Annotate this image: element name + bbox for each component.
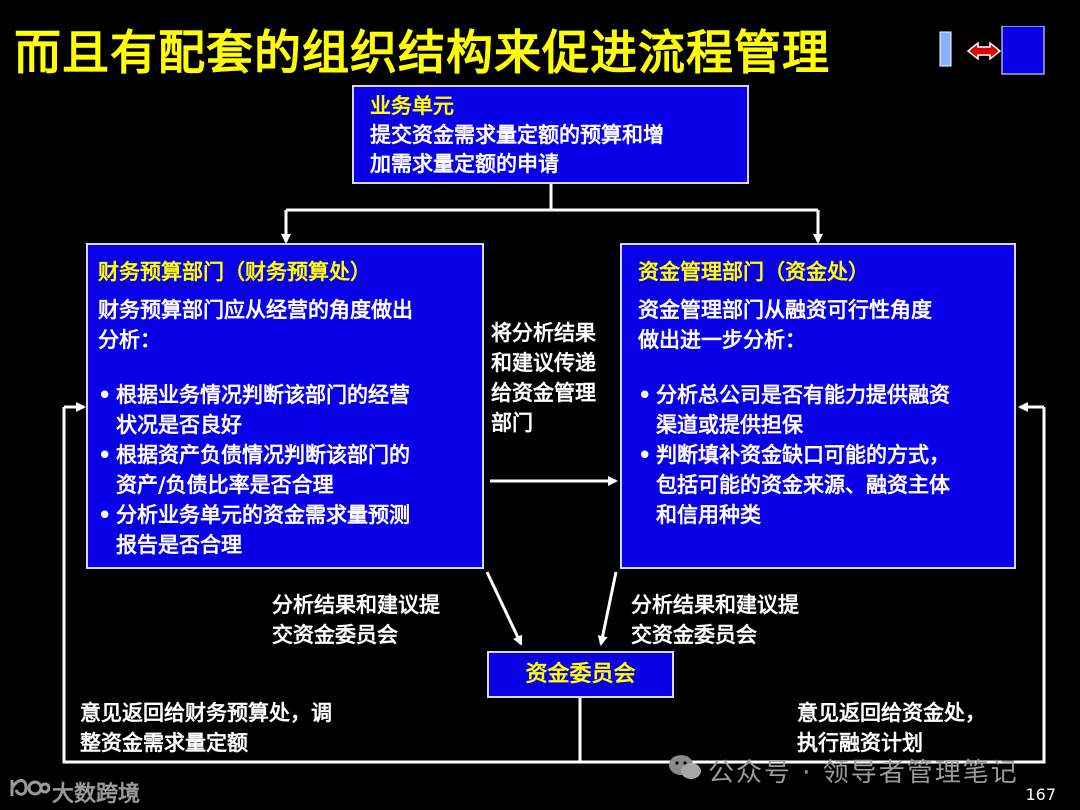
treasury-dept-intro: 资金管理部门从融资可行性角度	[638, 298, 932, 322]
blue-square-icon[interactable]	[1001, 26, 1045, 75]
business-unit-line: 加需求量定额的申请	[370, 152, 559, 176]
finance-bullet-line: 分析业务单元的资金需求量预测	[116, 503, 410, 527]
nav-controls[interactable]	[936, 26, 1048, 76]
nav-bar-icon[interactable]	[939, 31, 952, 67]
finance-bullet-line: 根据资产负债情况判断该部门的	[116, 443, 410, 467]
finance-bullet-line: 状况是否良好	[116, 413, 242, 437]
feedback-note-line: 执行融资计划	[797, 731, 923, 755]
treasury-bullet-line: 判断填补资金缺口可能的方式，	[656, 443, 950, 467]
submit-note-right: 分析结果和建议提 交资金委员会	[631, 590, 799, 650]
transfer-note-line: 给资金管理	[491, 381, 596, 405]
submit-note-line: 分析结果和建议提	[272, 593, 440, 617]
feedback-note-line: 整资金需求量定额	[80, 731, 248, 755]
page-number: 167	[1025, 785, 1056, 804]
arrow-finance-to-committee	[485, 571, 523, 646]
treasury-bullet: 分析总公司是否有能力提供融资 渠道或提供担保	[638, 380, 1006, 440]
treasury-dept-box: 资金管理部门（资金处） 资金管理部门从融资可行性角度 做出进一步分析： 分析总公…	[620, 243, 1016, 569]
submit-note-line: 分析结果和建议提	[631, 593, 799, 617]
finance-bullet: 根据资产负债情况判断该部门的 资产/负债比率是否合理	[98, 440, 474, 500]
arrow-treasury-to-committee	[597, 571, 618, 646]
feedback-note-left: 意见返回给财务预算处，调 整资金需求量定额	[80, 698, 332, 758]
treasury-dept-intro: 做出进一步分析：	[638, 328, 806, 352]
feedback-loop-left	[62, 407, 582, 764]
finance-dept-box: 财务预算部门（财务预算处） 财务预算部门应从经营的角度做出 分析： 根据业务情况…	[86, 243, 484, 569]
submit-note-line: 交资金委员会	[631, 623, 757, 647]
committee-box: 资金委员会	[487, 651, 674, 698]
treasury-bullet: 判断填补资金缺口可能的方式， 包括可能的资金来源、融资主体 和信用种类	[638, 440, 1006, 530]
finance-bullet: 分析业务单元的资金需求量预测 报告是否合理	[98, 500, 474, 560]
treasury-bullet-line: 分析总公司是否有能力提供融资	[656, 383, 950, 407]
logo-icon	[10, 779, 50, 796]
feedback-note-line: 意见返回给资金处，	[797, 701, 986, 725]
finance-dept-intro: 财务预算部门应从经营的角度做出	[98, 298, 413, 322]
submit-note-line: 交资金委员会	[272, 623, 398, 647]
logo-text: 大数跨境	[52, 782, 141, 807]
finance-bullet-line: 资产/负债比率是否合理	[116, 473, 334, 497]
feedback-loop-right	[580, 407, 1046, 764]
finance-bullet: 根据业务情况判断该部门的经营 状况是否良好	[98, 380, 474, 440]
treasury-dept-header: 资金管理部门（资金处）	[638, 260, 869, 284]
transfer-note-line: 部门	[491, 411, 533, 435]
submit-note-left: 分析结果和建议提 交资金委员会	[272, 590, 440, 650]
finance-bullet-line: 根据业务情况判断该部门的经营	[116, 383, 410, 407]
wechat-icon	[669, 755, 701, 779]
double-arrow-icon[interactable]	[966, 41, 1002, 61]
business-unit-box: 业务单元 提交资金需求量定额的预算和增 加需求量定额的申请	[352, 85, 749, 184]
committee-label: 资金委员会	[525, 662, 636, 687]
finance-dept-intro: 分析：	[98, 328, 161, 352]
feedback-note-line: 意见返回给财务预算处，调	[80, 701, 332, 725]
transfer-note: 将分析结果 和建议传递 给资金管理 部门	[491, 318, 596, 438]
finance-bullet-line: 报告是否合理	[116, 533, 242, 557]
feedback-note-right: 意见返回给资金处， 执行融资计划	[797, 698, 986, 758]
watermark-text: 公众号 · 领导者管理笔记	[708, 758, 1019, 788]
finance-dept-header: 财务预算部门（财务预算处）	[98, 260, 371, 284]
page-title: 而且有配套的组织结构来促进流程管理	[14, 26, 830, 81]
treasury-bullet-line: 渠道或提供担保	[656, 413, 803, 437]
business-unit-header: 业务单元	[370, 94, 454, 118]
transfer-note-line: 和建议传递	[491, 351, 596, 375]
treasury-bullet-line: 和信用种类	[656, 503, 761, 527]
treasury-bullet-line: 包括可能的资金来源、融资主体	[656, 473, 950, 497]
business-unit-line: 提交资金需求量定额的预算和增	[370, 123, 664, 147]
transfer-note-line: 将分析结果	[491, 321, 596, 345]
connector-top-split	[286, 184, 818, 212]
